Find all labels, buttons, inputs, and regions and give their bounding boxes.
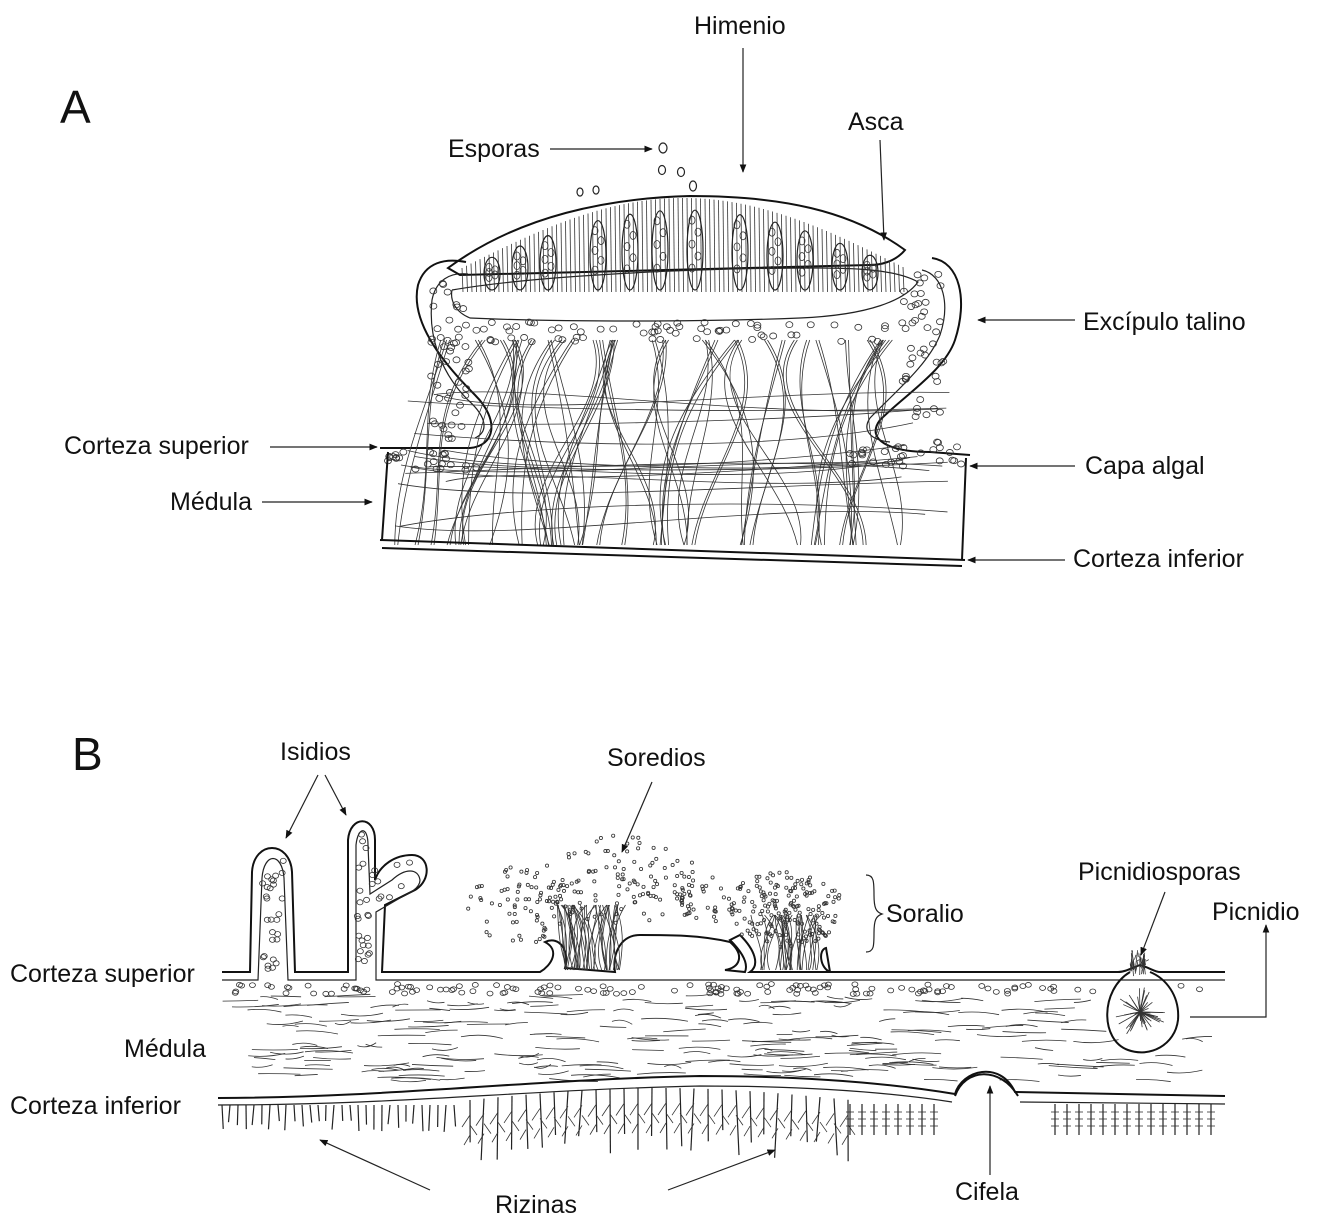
- algal-layer-b: [232, 982, 1202, 997]
- medulla-hyphae-b: [223, 993, 1212, 1082]
- label-corteza-superior-a: Corteza superior: [64, 432, 249, 460]
- label-picnidiosporas: Picnidiosporas: [1078, 858, 1241, 886]
- label-himenio: Himenio: [694, 12, 786, 40]
- arrow-asca: [880, 140, 884, 240]
- label-cifela: Cifela: [955, 1178, 1019, 1206]
- arrow-rizinas-left: [320, 1140, 430, 1190]
- label-picnidio: Picnidio: [1212, 898, 1300, 926]
- label-corteza-inferior-b: Corteza inferior: [10, 1092, 181, 1120]
- label-esporas: Esporas: [448, 135, 540, 163]
- released-spores: [577, 143, 697, 196]
- pycnidiospores: [1116, 950, 1165, 1034]
- upper-cortex-inner-b: [222, 831, 1225, 980]
- cyphella: [955, 1074, 1018, 1096]
- panel-a: A Himenio Asca Esporas Excíp: [60, 12, 1246, 573]
- panel-a-letter: A: [60, 81, 91, 133]
- label-soralio: Soralio: [886, 900, 964, 928]
- rhizines: [222, 1088, 1215, 1161]
- label-soredios: Soredios: [607, 744, 706, 772]
- panel-b: B Isidios Soredios Soralio Picnidiospora…: [10, 728, 1300, 1219]
- label-corteza-inferior-a: Corteza inferior: [1073, 545, 1244, 573]
- arrow-picnidiosporas: [1141, 892, 1165, 955]
- arrow-soredios: [622, 782, 652, 852]
- arrow-rizinas-right: [668, 1150, 775, 1190]
- arrow-isidios-1: [286, 775, 318, 838]
- label-excipulo-talino: Excípulo talino: [1083, 308, 1246, 336]
- upper-cortex-b: [222, 821, 1225, 972]
- thallus-lower-cortex-a: [380, 540, 965, 566]
- medulla-hyphae-a: [395, 340, 950, 545]
- label-medula-a: Médula: [170, 488, 252, 516]
- soralio-brace: [866, 875, 882, 952]
- label-rizinas: Rizinas: [495, 1191, 577, 1219]
- panel-b-letter: B: [72, 728, 103, 780]
- label-capa-algal: Capa algal: [1085, 452, 1205, 480]
- label-isidios: Isidios: [280, 738, 351, 766]
- lower-cortex-inner-b: [218, 1086, 1225, 1105]
- label-corteza-superior-b: Corteza superior: [10, 960, 195, 988]
- label-medula-b: Médula: [124, 1035, 206, 1063]
- label-asca: Asca: [848, 108, 904, 136]
- soredia-clusters: [467, 834, 841, 970]
- arrow-isidios-2: [325, 775, 346, 815]
